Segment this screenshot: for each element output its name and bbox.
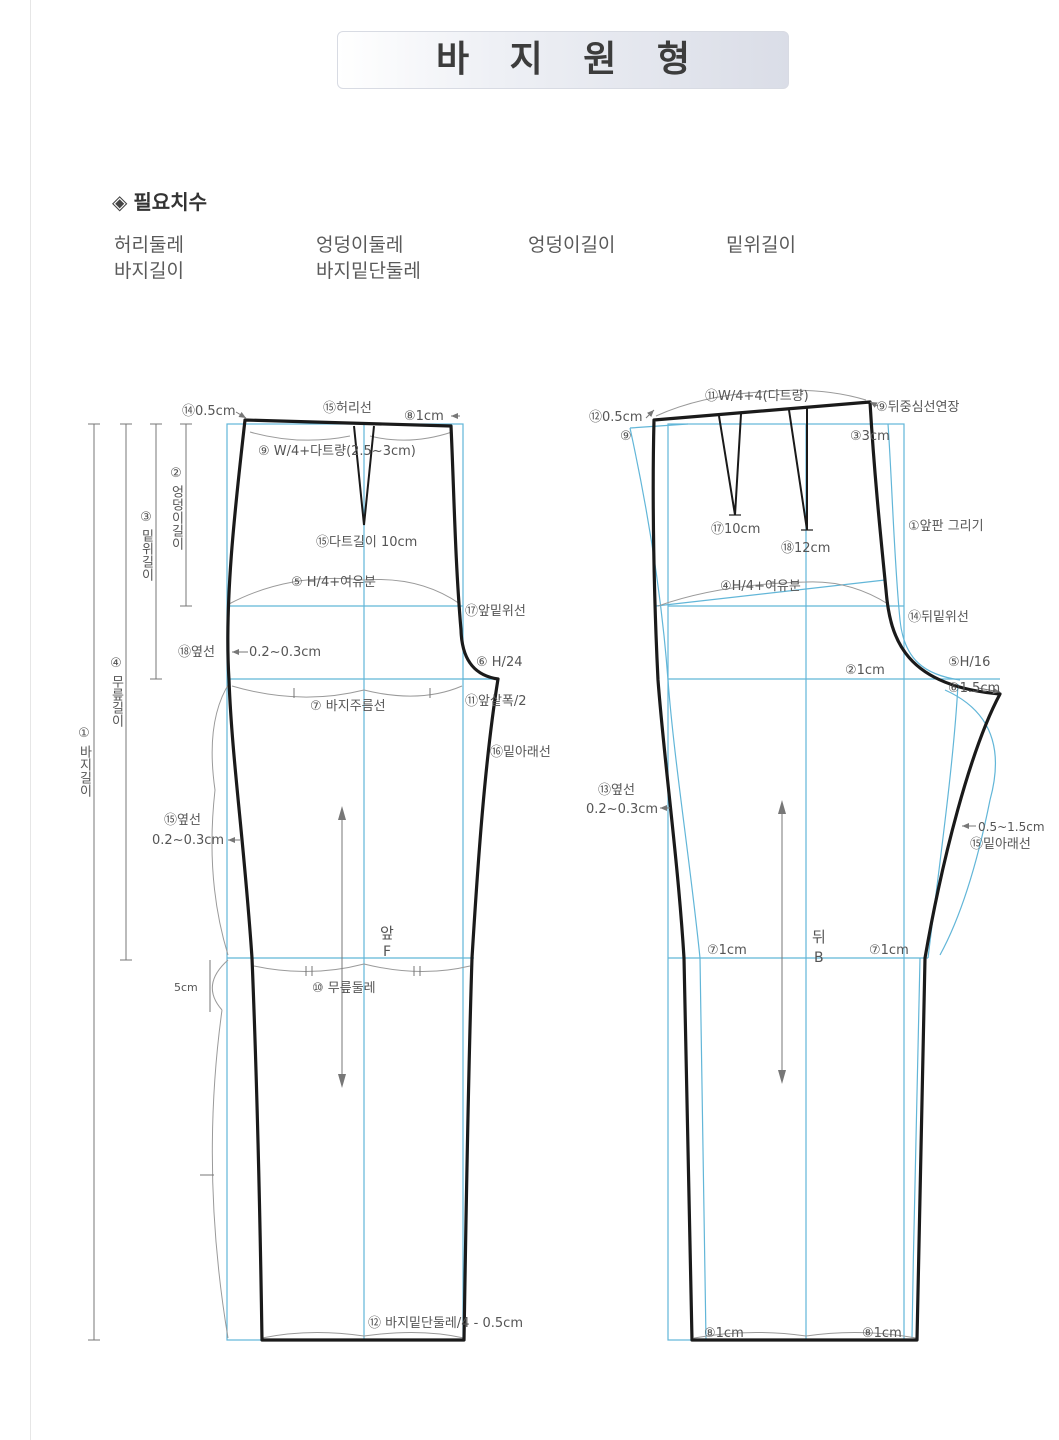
- back-label: ③3cm: [850, 429, 890, 444]
- back-guide-lines: [629, 423, 1000, 1341]
- front-label: 5cm: [174, 981, 198, 994]
- back-dart: [718, 413, 742, 516]
- diamond-bullet-icon: ◈: [112, 190, 128, 214]
- front-label: ⑫ 바지밑단둘레/4 - 0.5cm: [368, 1316, 523, 1331]
- front-label: 앞: [380, 924, 394, 942]
- front-label: F: [383, 944, 391, 960]
- back-outline: [651, 400, 1002, 1342]
- front-label: ⑧1cm: [404, 409, 444, 424]
- measurement-item: 바지밑단둘레: [316, 260, 421, 282]
- front-label: ⑦ 바지주름선: [310, 699, 386, 714]
- back-label: ⑫0.5cm: [589, 410, 643, 425]
- front-label: ⑤ H/4+여유분: [291, 575, 376, 590]
- front-label: 0.2~0.3cm: [152, 833, 224, 848]
- back-label: ⑰10cm: [711, 522, 760, 537]
- measurement-item: 엉덩이둘레: [316, 234, 404, 256]
- front-label: ⑮다트길이 10cm: [316, 535, 417, 550]
- back-label: ⑧1cm: [862, 1326, 902, 1341]
- back-label: ⑪W/4+4(다트량): [705, 389, 809, 404]
- front-label: ⑨ W/4+다트량(2.5~3cm): [258, 444, 416, 459]
- back-label: ⑱12cm: [781, 541, 830, 556]
- front-label: ⑮옆선: [164, 813, 201, 828]
- front-label: ⑮허리선: [323, 401, 372, 416]
- front-label: ⑱옆선: [178, 645, 215, 660]
- back-label: ⑮밑아래선: [970, 837, 1031, 852]
- back-label: ⑨뒤중심선연장: [876, 400, 959, 415]
- front-label: ⑥ H/24: [476, 655, 522, 670]
- back-label: 0.2~0.3cm: [586, 802, 658, 817]
- back-label: ⑬옆선: [598, 783, 635, 798]
- back-label: B: [814, 950, 824, 966]
- back-label: ⑦1cm: [707, 943, 747, 958]
- front-vertical-dimensions: [88, 423, 211, 1341]
- requirements-heading-text: 필요치수: [133, 190, 207, 214]
- back-label: ②1cm: [845, 663, 885, 678]
- back-label: 뒤: [812, 928, 826, 946]
- front-outline: [226, 418, 500, 1342]
- back-label: ⑥1.5cm: [948, 681, 1000, 696]
- back-label: ⑨: [620, 429, 632, 444]
- front-label: ⑭0.5cm: [182, 404, 236, 419]
- requirements-heading: ◈필요치수: [112, 186, 207, 215]
- back-panel: ⑪W/4+4(다트량) ⑫0.5cm ⑨뒤중심선연장 ⑨ ③3cm ①앞판 그리…: [586, 389, 1045, 1342]
- front-dimension-curves: [211, 431, 471, 1339]
- back-label: ④H/4+여유분: [720, 579, 801, 594]
- back-label: ⑭뒤밑위선: [908, 610, 969, 625]
- back-label: ⑤H/16: [948, 655, 990, 670]
- back-label: ⑧1cm: [704, 1326, 744, 1341]
- back-label: ①앞판 그리기: [908, 519, 984, 534]
- front-dim-label: ① 바지길이: [77, 726, 92, 798]
- measurement-item: 엉덩이길이: [528, 234, 616, 256]
- front-dart: [353, 425, 375, 526]
- page-left-border: [30, 0, 31, 1440]
- front-dim-label: ② 엉덩이길이: [169, 466, 184, 551]
- back-dimension-curves: [655, 389, 917, 1339]
- measurement-item: 밑위길이: [726, 234, 796, 256]
- front-dim-label: ④ 무릎길이: [109, 656, 124, 728]
- front-label: ⑰앞밑위선: [465, 604, 526, 619]
- front-dim-label: ③ 밑위길이: [139, 510, 154, 582]
- title-banner: 바 지 원 형: [337, 31, 789, 89]
- front-label: ⑯밑아래선: [490, 745, 551, 760]
- front-label: ⑩ 무릎둘레: [312, 981, 376, 996]
- back-label: ⑦1cm: [869, 943, 909, 958]
- back-label: 0.5~1.5cm: [978, 820, 1045, 834]
- page-title: 바 지 원 형: [435, 39, 705, 80]
- front-label: ⑪앞샅폭/2: [465, 694, 527, 709]
- back-dart: [788, 408, 808, 531]
- front-panel: ② 엉덩이길이 ③ 밑위길이 ④ 무릎길이 ① 바지길이 ⑭0.5cm ⑮허리선…: [77, 401, 551, 1342]
- measurement-item: 허리둘레: [114, 234, 184, 256]
- front-label: 0.2~0.3cm: [249, 645, 321, 660]
- measurement-item: 바지길이: [114, 260, 184, 282]
